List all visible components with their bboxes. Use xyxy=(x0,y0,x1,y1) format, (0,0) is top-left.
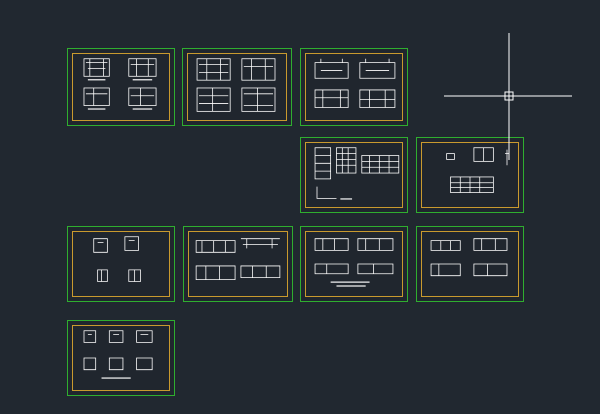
drawing-sheet-9[interactable] xyxy=(416,226,524,302)
sheet-7-sections xyxy=(195,238,281,280)
drawing-sheet-2[interactable] xyxy=(182,48,292,126)
sheet-6-details xyxy=(93,236,141,282)
sheet-frame xyxy=(72,53,170,121)
sheet-10-details xyxy=(83,330,153,379)
drawing-sheet-1[interactable] xyxy=(67,48,175,126)
drawing-sheet-3[interactable] xyxy=(300,48,408,126)
sheet-frame xyxy=(305,231,403,297)
sheet-frame xyxy=(421,142,519,208)
drawing-sheet-8[interactable] xyxy=(300,226,408,302)
sheet-frame xyxy=(421,231,519,297)
sheet-2-details xyxy=(196,58,276,112)
drawing-sheet-5[interactable] xyxy=(416,137,524,213)
drawing-sheet-7[interactable] xyxy=(183,226,293,302)
sheet-3-details xyxy=(314,58,396,108)
sheet-5-plan xyxy=(446,147,509,193)
sheet-frame xyxy=(72,325,170,391)
sheet-frame xyxy=(188,231,288,297)
drawing-sheet-6[interactable] xyxy=(67,226,175,302)
drawing-sheet-4[interactable] xyxy=(300,137,408,213)
sheet-8-sections xyxy=(314,238,394,287)
sheet-frame xyxy=(187,53,287,121)
drawing-sheet-10[interactable] xyxy=(67,320,175,396)
sheet-9-sections xyxy=(430,238,508,277)
sheet-1-details xyxy=(83,58,157,110)
sheet-frame xyxy=(72,231,170,297)
sheet-frame xyxy=(305,53,403,121)
sheet-4-plan xyxy=(314,147,400,200)
sheet-frame xyxy=(305,142,403,208)
